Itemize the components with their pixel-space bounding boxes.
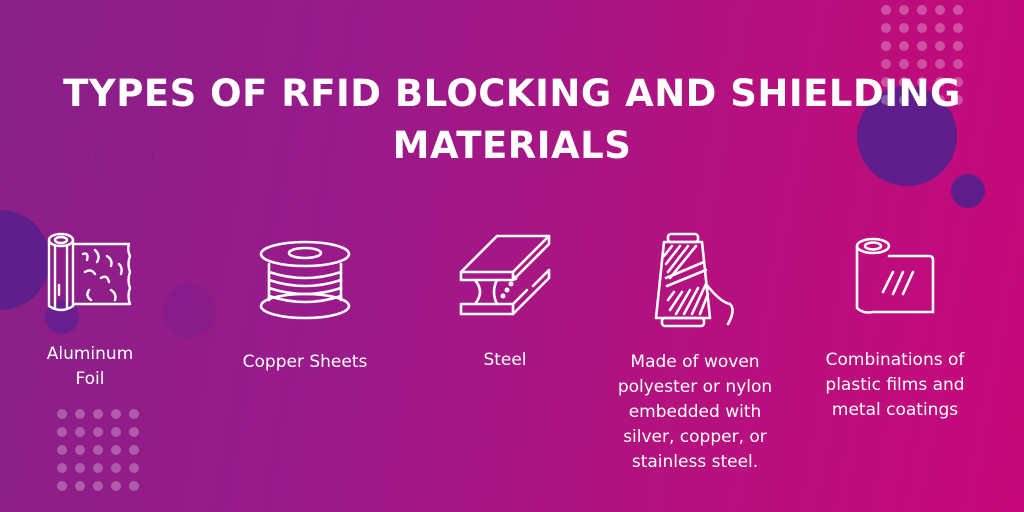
decor-dot-grid-top-right [881,5,963,105]
title-line-1: TYPES OF RFID BLOCKING AND SHIELDING [63,72,961,115]
thread-spool-icon [654,232,734,328]
steel-i-beam-icon [459,234,551,316]
decor-circle-small-right [951,174,985,208]
material-label: Aluminum Foil [46,344,134,389]
plastic-film-roll-icon [855,237,935,314]
decor-dot-grid-bottom-left [57,409,139,491]
material-steel: Steel [435,232,575,373]
aluminum-foil-roll-icon [47,232,132,312]
material-copper-sheets: Copper Sheets [225,240,385,375]
copper-spool-icon [259,240,351,320]
page-title: TYPES OF RFID BLOCKING AND SHIELDING MAT… [0,68,1024,172]
material-label: Combinations of plastic films and metal … [825,350,965,420]
decor-circle-faint [162,284,216,338]
material-plastic-film: Combinations of plastic films and metal … [815,236,975,423]
material-label: Copper Sheets [242,352,368,372]
material-label: Steel [483,350,527,370]
title-line-2: MATERIALS [392,124,632,167]
material-aluminum-foil: Aluminum Foil [30,230,150,392]
material-woven-fabric: Made of woven polyester or nylon embedde… [610,232,780,475]
decor-circle-large-right [857,86,957,186]
material-label: Made of woven polyester or nylon embedde… [617,352,773,472]
decor-circle-outline-faint [95,128,153,186]
